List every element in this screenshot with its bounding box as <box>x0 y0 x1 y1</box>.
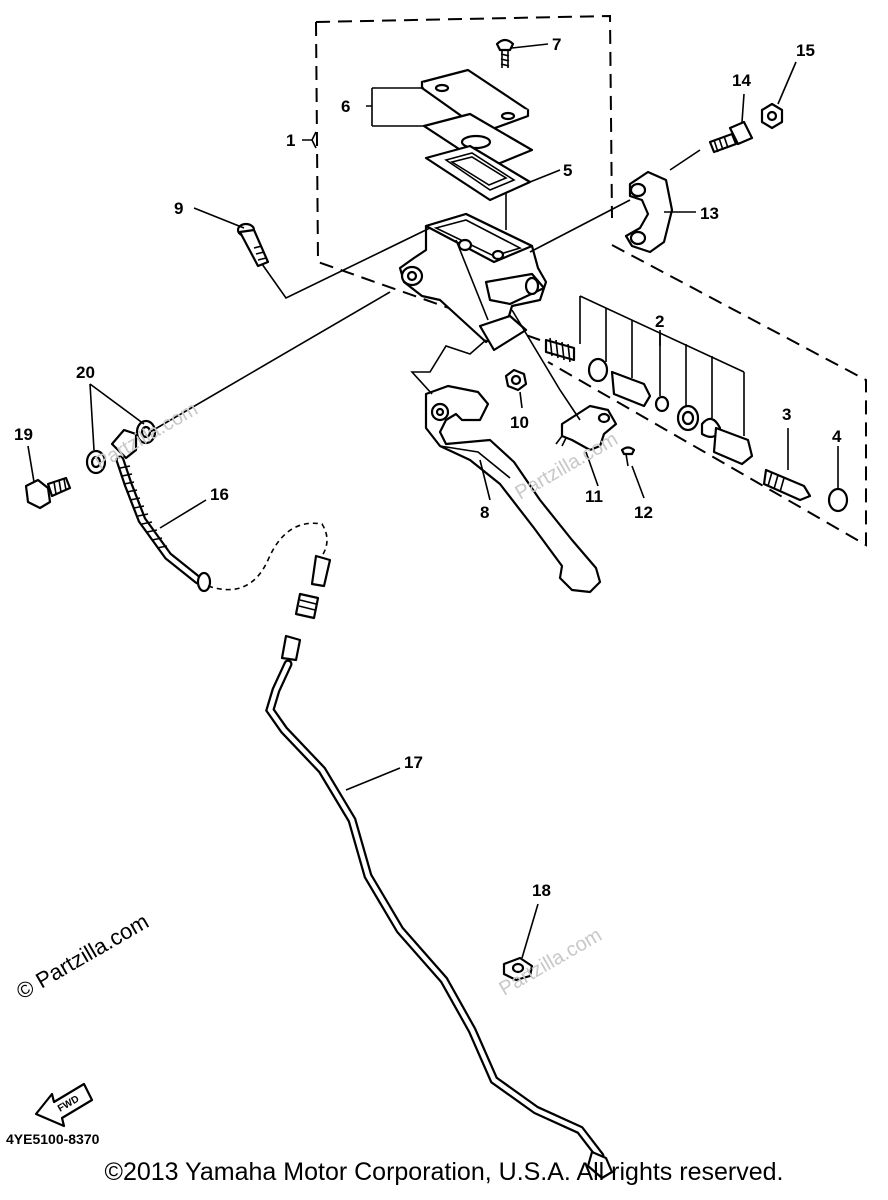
reservoir-cap-screw <box>495 38 515 68</box>
callout-9: 9 <box>174 199 183 218</box>
clamp-nut <box>760 102 784 130</box>
pivot-bolt <box>236 222 270 268</box>
push-rod <box>762 468 812 502</box>
union-bolt <box>24 476 72 510</box>
callout-12: 12 <box>634 503 653 522</box>
brake-pipe <box>265 554 614 1180</box>
pipe-clamp <box>502 956 534 982</box>
callout-19: 19 <box>14 425 33 444</box>
callout-16: 16 <box>210 485 229 504</box>
watermark-faint-3: Partzilla.com <box>512 428 622 504</box>
callout-2: 2 <box>655 312 664 331</box>
callout-7: 7 <box>552 35 561 54</box>
callout-labels: 1 2 3 4 5 6 7 8 9 10 11 12 13 14 15 16 1… <box>14 35 842 900</box>
callout-6: 6 <box>341 97 350 116</box>
callout-5: 5 <box>563 161 572 180</box>
piston-kit-callout-bracket <box>579 295 745 436</box>
callout-10: 10 <box>510 413 529 432</box>
handlebar-clamp <box>624 170 674 254</box>
callout-1: 1 <box>286 131 295 150</box>
callout-18: 18 <box>532 881 551 900</box>
forward-arrow-icon: FWD <box>34 1082 94 1128</box>
callout-8: 8 <box>480 503 489 522</box>
brake-hose <box>110 428 328 593</box>
brake-light-switch <box>555 404 618 452</box>
master-cylinder-body <box>398 212 548 352</box>
watermark-faint-2: Partzilla.com <box>92 398 202 474</box>
lever-pivot-nut <box>504 368 528 392</box>
callout-15: 15 <box>796 41 815 60</box>
leader-lines <box>27 43 839 959</box>
clamp-bolt <box>708 120 754 154</box>
callout-13: 13 <box>700 204 719 223</box>
callout-20: 20 <box>76 363 95 382</box>
callout-3: 3 <box>782 405 791 424</box>
copyright-notice: ©2013 Yamaha Motor Corporation, U.S.A. A… <box>104 1158 784 1186</box>
watermark: © Partzilla.com <box>12 909 153 1005</box>
callout-4: 4 <box>832 427 842 446</box>
push-rod-boot <box>827 487 849 513</box>
callout-14: 14 <box>732 71 751 90</box>
assembly-boundary-lower <box>547 244 867 547</box>
copper-washers <box>85 419 157 475</box>
switch-screw <box>620 446 636 467</box>
callout-11: 11 <box>585 487 603 506</box>
piston-kit <box>544 337 754 466</box>
diagram-code: 4YE5100-8370 <box>6 1131 100 1147</box>
callout-17: 17 <box>404 753 423 772</box>
brake-lever <box>424 384 602 594</box>
